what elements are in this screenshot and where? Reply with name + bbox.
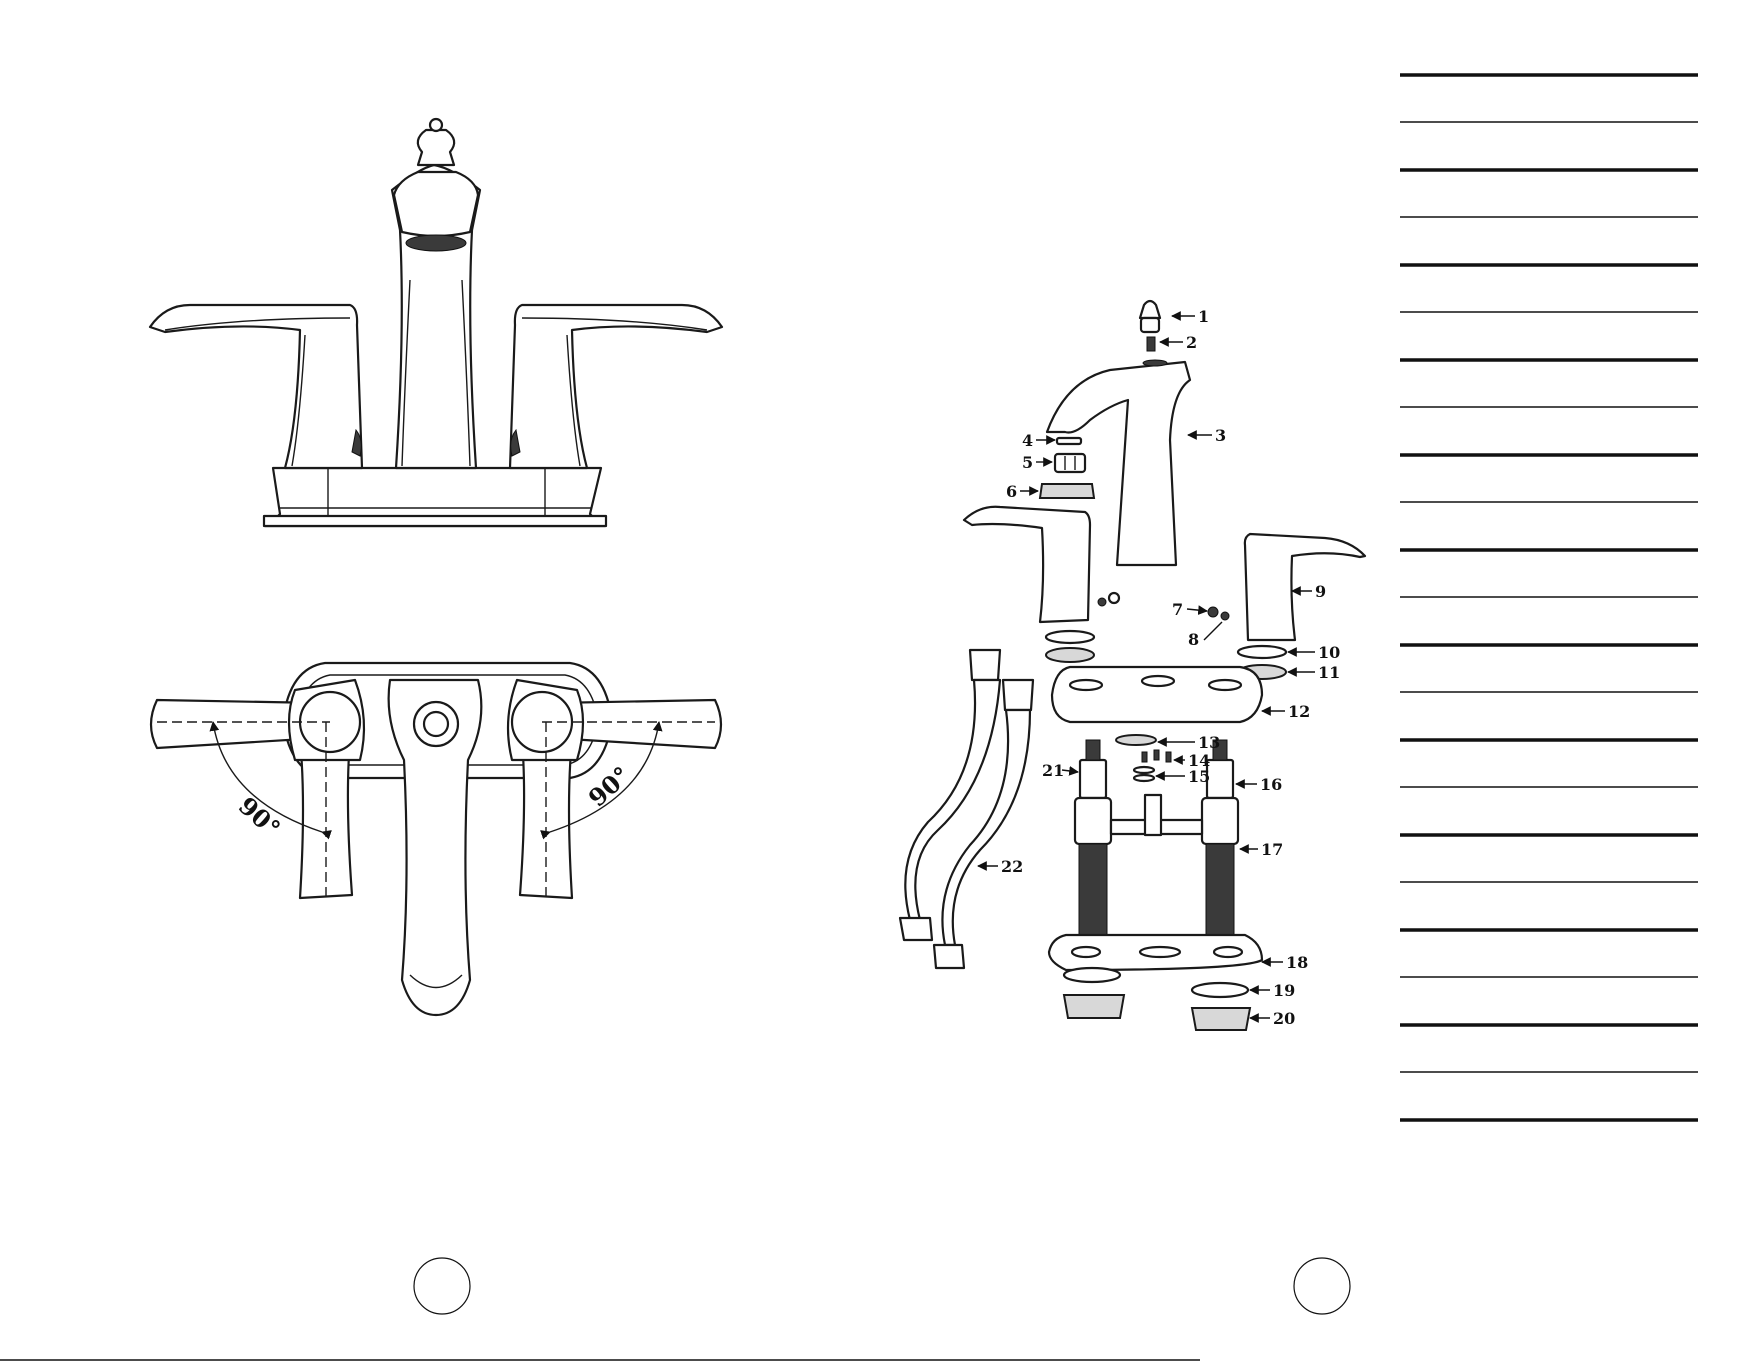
part-number-18: 18 (1286, 953, 1308, 972)
part-number-15: 15 (1188, 767, 1210, 786)
part-number-22: 22 (1001, 857, 1023, 876)
part-number-13: 13 (1198, 733, 1220, 752)
part-valve-left-icon (1080, 760, 1106, 798)
part-valve-right-icon (1207, 760, 1233, 798)
part-number-10: 10 (1318, 643, 1340, 662)
part-number-11: 11 (1318, 663, 1340, 682)
part-number-2: 2 (1186, 333, 1197, 352)
part-number-7: 7 (1172, 600, 1183, 619)
angle-label-left: 90° (233, 791, 286, 843)
part-number-8: 8 (1188, 630, 1199, 649)
part-number-3: 3 (1215, 426, 1226, 445)
page-number-circle-left (414, 1258, 470, 1314)
part-aerator-icon (1055, 454, 1085, 472)
part-nut-icon (1064, 995, 1124, 1018)
exploded-parts-diagram: 1 2 3 4 5 6 7 8 9 10 11 12 13 14 15 16 1… (900, 301, 1365, 1030)
part-number-5: 5 (1022, 453, 1033, 472)
parts-table-rules (1400, 75, 1698, 1120)
part-number-1: 1 (1198, 307, 1209, 326)
part-number-9: 9 (1315, 582, 1326, 601)
faucet-top-view: 90° 90° (151, 663, 721, 1015)
part-number-12: 12 (1288, 702, 1310, 721)
part-number-6: 6 (1006, 482, 1017, 501)
page-number-circle-right (1294, 1258, 1350, 1314)
part-supply-lines-icon (900, 650, 1033, 968)
part-valve-body-icon (1075, 798, 1111, 844)
part-spring-icon (1147, 337, 1155, 351)
part-handle-right-icon (1245, 534, 1365, 640)
part-number-19: 19 (1273, 981, 1295, 1000)
part-number-20: 20 (1273, 1009, 1295, 1028)
part-number-21: 21 (1042, 761, 1064, 780)
part-number-4: 4 (1022, 431, 1033, 450)
part-number-16: 16 (1260, 775, 1282, 794)
part-number-17: 17 (1261, 840, 1283, 859)
part-finial-icon (1140, 301, 1160, 318)
part-handle-left-icon (964, 507, 1090, 622)
faucet-front-view (150, 119, 722, 526)
